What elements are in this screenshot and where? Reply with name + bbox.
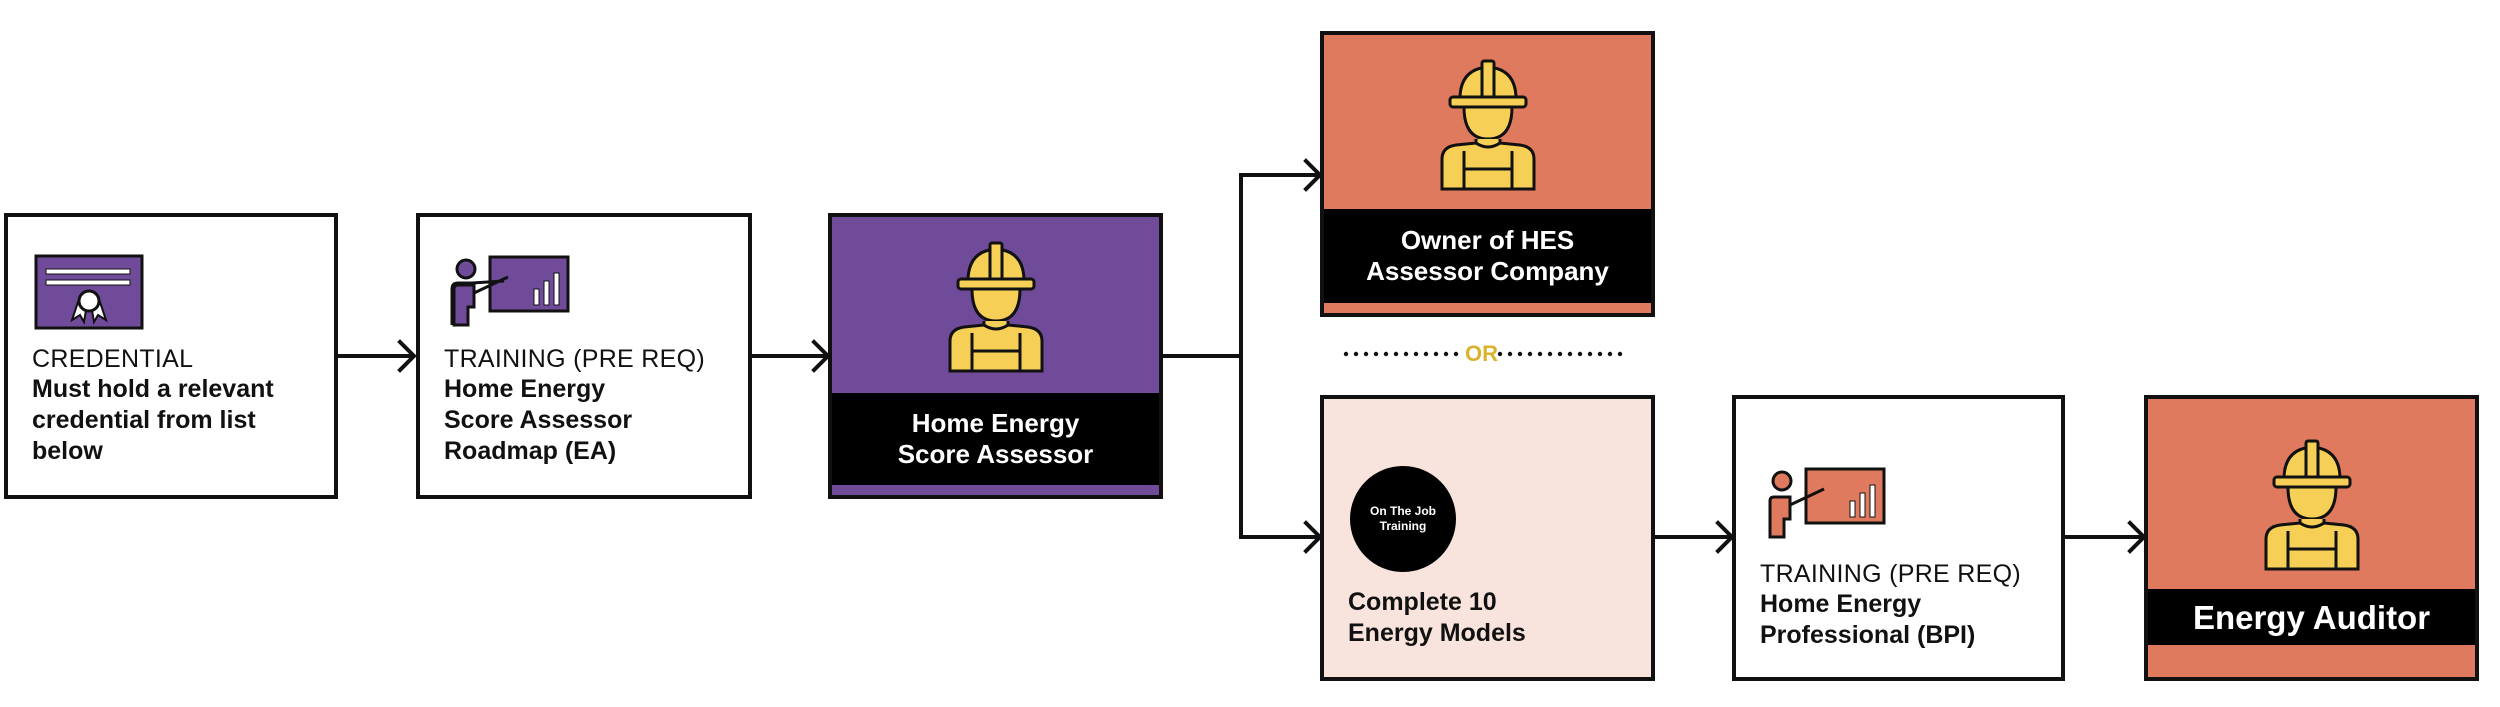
separator-dot — [1353, 351, 1359, 357]
certificate-icon — [34, 254, 144, 330]
separator-dot — [1373, 351, 1379, 357]
separator-dot — [1383, 351, 1389, 357]
worker-hardhat-icon — [948, 241, 1044, 373]
on-the-job-badge: On The Job Training — [1350, 466, 1456, 572]
separator-dot — [1443, 351, 1449, 357]
separator-dot — [1413, 351, 1419, 357]
credential-box: CREDENTIAL Must hold a relevant credenti… — [4, 213, 338, 499]
separator-dot — [1403, 351, 1409, 357]
separator-dot — [1567, 351, 1573, 357]
training-ea-box: TRAINING (PRE REQ) Home Energy Score Ass… — [416, 213, 752, 499]
on-the-job-text: Complete 10 Energy Models — [1348, 588, 1526, 647]
separator-dot — [1527, 351, 1533, 357]
separator-dot — [1547, 351, 1553, 357]
or-text: OR — [1465, 341, 1498, 366]
owner-box: Owner of HES Assessor Company — [1320, 31, 1655, 317]
hes-assessor-title: Home Energy Score Assessor — [832, 393, 1159, 485]
separator-dot — [1507, 351, 1513, 357]
separator-dot — [1433, 351, 1439, 357]
training-bpi-text: Home Energy Professional (BPI) — [1760, 590, 1976, 649]
separator-dot — [1617, 351, 1623, 357]
separator-dot — [1497, 351, 1503, 357]
arrowhead-credential-to-training — [397, 339, 417, 373]
on-the-job-box: On The Job Training Complete 10 Energy M… — [1320, 395, 1655, 681]
energy-auditor-title: Energy Auditor — [2148, 589, 2475, 645]
energy-auditor-box: Energy Auditor — [2144, 395, 2479, 681]
separator-dot — [1557, 351, 1563, 357]
training-ea-text: Home Energy Score Assessor Roadmap (EA) — [444, 375, 633, 465]
worker-hardhat-icon — [2264, 439, 2360, 571]
separator-dot — [1577, 351, 1583, 357]
separator-dot — [1517, 351, 1523, 357]
training-bpi-label: TRAINING (PRE REQ) — [1760, 560, 2021, 588]
or-dotted-separator — [1343, 351, 1623, 357]
separator-dot — [1597, 351, 1603, 357]
training-bpi-box: TRAINING (PRE REQ) Home Energy Professio… — [1732, 395, 2065, 681]
separator-dot — [1393, 351, 1399, 357]
owner-title: Owner of HES Assessor Company — [1324, 209, 1651, 303]
separator-dot — [1363, 351, 1369, 357]
training-ea-label: TRAINING (PRE REQ) — [444, 345, 705, 373]
worker-hardhat-icon — [1440, 59, 1536, 191]
separator-dot — [1587, 351, 1593, 357]
separator-dot — [1537, 351, 1543, 357]
hes-assessor-box: Home Energy Score Assessor — [828, 213, 1163, 499]
separator-dot — [1423, 351, 1429, 357]
credential-text: Must hold a relevant credential from lis… — [32, 375, 274, 465]
separator-dot — [1607, 351, 1613, 357]
presenter-board-icon — [450, 255, 570, 327]
separator-dot — [1453, 351, 1459, 357]
credential-label: CREDENTIAL — [32, 345, 194, 373]
presenter-board-icon — [1768, 467, 1886, 539]
separator-dot — [1343, 351, 1349, 357]
